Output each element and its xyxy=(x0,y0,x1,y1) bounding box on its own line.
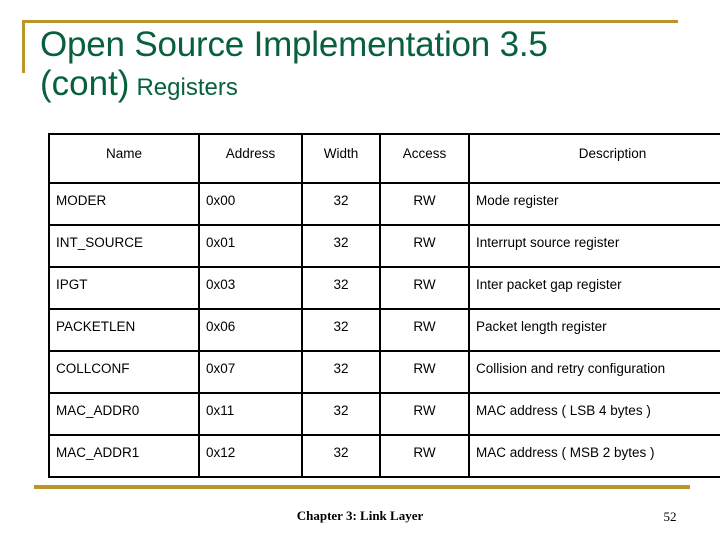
cell-access: RW xyxy=(379,266,470,310)
cell-address: 0x12 xyxy=(198,434,303,478)
page-title-line-1: Open Source Implementation 3.5 xyxy=(40,25,548,64)
cell-width: 32 xyxy=(301,224,381,268)
cell-access: RW xyxy=(379,350,470,394)
cell-address: 0x06 xyxy=(198,308,303,352)
cell-description: Interrupt source register xyxy=(468,224,720,268)
cell-access: RW xyxy=(379,434,470,478)
column-header-description: Description xyxy=(468,133,720,184)
cell-access: RW xyxy=(379,182,470,226)
cell-address: 0x07 xyxy=(198,350,303,394)
table-row: INT_SOURCE 0x01 32 RW Interrupt source r… xyxy=(48,224,720,268)
table-row: COLLCONF 0x07 32 RW Collision and retry … xyxy=(48,350,720,394)
page-number: 52 xyxy=(663,509,677,524)
cell-access: RW xyxy=(379,224,470,268)
cell-name: IPGT xyxy=(48,266,200,310)
cell-access: RW xyxy=(379,308,470,352)
cell-width: 32 xyxy=(301,434,381,478)
footer-accent-rule xyxy=(34,485,690,489)
cell-address: 0x00 xyxy=(198,182,303,226)
cell-address: 0x03 xyxy=(198,266,303,310)
cell-name: MODER xyxy=(48,182,200,226)
register-table: Name Address Width Access Description MO… xyxy=(48,133,720,478)
column-header-access: Access xyxy=(379,133,470,184)
cell-name: PACKETLEN xyxy=(48,308,200,352)
cell-width: 32 xyxy=(301,350,381,394)
cell-width: 32 xyxy=(301,392,381,436)
cell-description: Mode register xyxy=(468,182,720,226)
cell-name: MAC_ADDR1 xyxy=(48,434,200,478)
page-title: Open Source Implementation 3.5 (cont)Reg… xyxy=(40,26,690,102)
column-header-width: Width xyxy=(301,133,381,184)
cell-name: MAC_ADDR0 xyxy=(48,392,200,436)
cell-width: 32 xyxy=(301,308,381,352)
page-title-subject: Registers xyxy=(136,74,238,102)
cell-description: Inter packet gap register xyxy=(468,266,720,310)
cell-width: 32 xyxy=(301,182,381,226)
cell-description: Packet length register xyxy=(468,308,720,352)
cell-address: 0x01 xyxy=(198,224,303,268)
cell-access: RW xyxy=(379,392,470,436)
table-row: MODER 0x00 32 RW Mode register xyxy=(48,182,720,226)
cell-name: INT_SOURCE xyxy=(48,224,200,268)
title-accent-top-rule xyxy=(22,20,678,23)
cell-description: MAC address ( LSB 4 bytes ) xyxy=(468,392,720,436)
table-row: MAC_ADDR1 0x12 32 RW MAC address ( MSB 2… xyxy=(48,434,720,478)
table-row: IPGT 0x03 32 RW Inter packet gap registe… xyxy=(48,266,720,310)
cell-description: Collision and retry configuration xyxy=(468,350,720,394)
column-header-address: Address xyxy=(198,133,303,184)
cell-description: MAC address ( MSB 2 bytes ) xyxy=(468,434,720,478)
cell-address: 0x11 xyxy=(198,392,303,436)
table-header-row: Name Address Width Access Description xyxy=(48,133,720,184)
table-row: PACKETLEN 0x06 32 RW Packet length regis… xyxy=(48,308,720,352)
cell-name: COLLCONF xyxy=(48,350,200,394)
page-title-cont: (cont) xyxy=(40,64,130,104)
table-row: MAC_ADDR0 0x11 32 RW MAC address ( LSB 4… xyxy=(48,392,720,436)
column-header-name: Name xyxy=(48,133,200,184)
cell-width: 32 xyxy=(301,266,381,310)
page-title-line-2: (cont)Registers xyxy=(40,65,690,102)
footer-caption: Chapter 3: Link Layer xyxy=(296,508,424,523)
title-accent-left-rule xyxy=(22,20,25,73)
